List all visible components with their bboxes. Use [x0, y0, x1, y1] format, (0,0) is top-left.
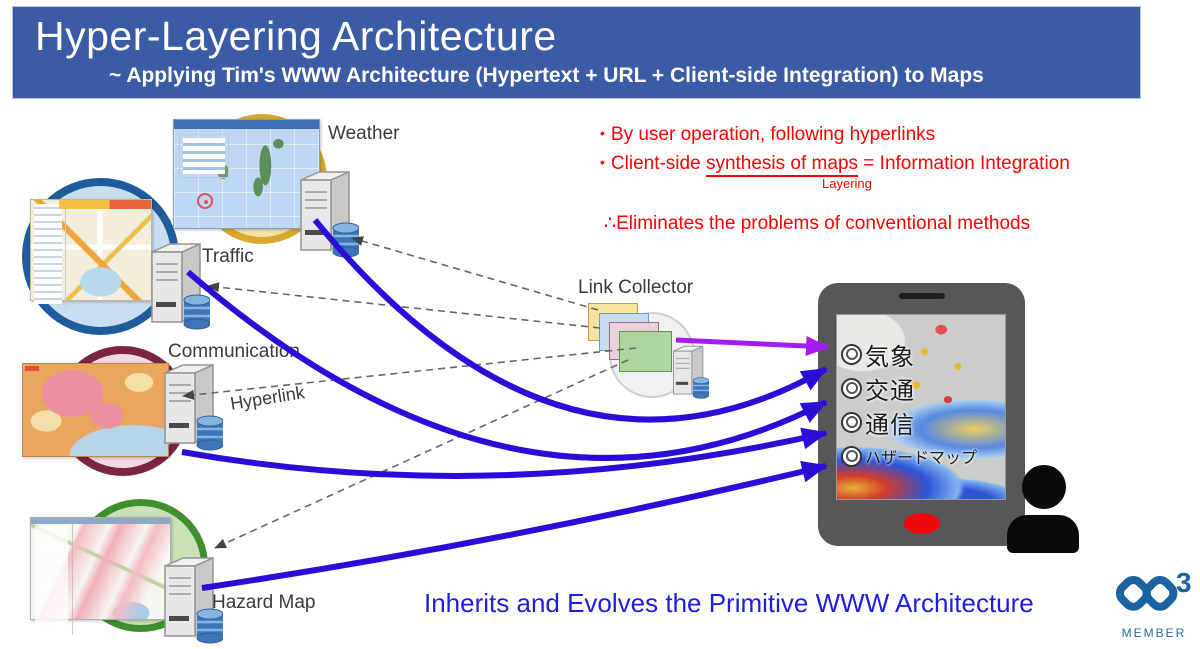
phone-speaker	[898, 293, 945, 299]
svg-text:3: 3	[1176, 569, 1192, 598]
w3-mark-icon: 3	[1115, 567, 1192, 611]
weather-server-icon	[299, 170, 359, 258]
hazard-map-thumbnail	[30, 517, 171, 635]
slide-title: Hyper-Layering Architecture	[35, 13, 557, 59]
layering-note: Layering	[822, 176, 872, 191]
radio-button-icon	[841, 343, 862, 365]
slide-header: Hyper-Layering Architecture ~ Applying T…	[12, 6, 1141, 99]
weather-label: Weather	[328, 123, 400, 144]
phone-screen: 気象 交通 通信 ハザードマップ	[836, 314, 1006, 500]
communication-map-thumbnail	[22, 363, 169, 457]
traffic-server-icon	[150, 242, 210, 330]
phone-home-button	[903, 513, 940, 534]
weather-map-thumbnail	[173, 119, 320, 229]
person-icon	[1007, 465, 1079, 553]
hazard-map-label: Hazard Map	[212, 592, 316, 613]
typhoon-icon	[197, 193, 214, 210]
bullet-client-side-synthesis: •Client-side synthesis of maps = Informa…	[600, 153, 1070, 177]
conclusion-text: ∴Eliminates the problems of conventional…	[604, 213, 1031, 234]
link-collector-label: Link Collector	[578, 277, 694, 298]
hyperlink-label: Hyperlink	[228, 382, 307, 414]
radio-button-icon	[841, 377, 862, 399]
radio-button-icon	[841, 445, 862, 467]
collector-server-icon	[672, 345, 709, 399]
layer-radio-list: 気象 交通 通信 ハザードマップ	[837, 315, 1005, 473]
radio-button-icon	[841, 411, 862, 433]
traffic-map-thumbnail	[30, 199, 152, 308]
communication-server-icon	[163, 363, 223, 451]
bullet-user-operation: •By user operation, following hyperlinks	[600, 124, 936, 145]
member-text: MEMBER	[1121, 626, 1187, 640]
communication-label: Communication	[168, 341, 300, 362]
bullet-marker: •	[600, 125, 605, 141]
radio-item-traffic: 交通	[837, 371, 1005, 405]
radio-item-communication: 通信	[837, 405, 1005, 439]
footer-statement: Inherits and Evolves the Primitive WWW A…	[424, 588, 1034, 618]
bullet-marker: •	[600, 154, 605, 170]
slide-subtitle: ~ Applying Tim's WWW Architecture (Hyper…	[109, 64, 984, 87]
smartphone: 気象 交通 通信 ハザードマップ	[818, 283, 1025, 546]
collector-layer-green	[619, 331, 672, 372]
traffic-label: Traffic	[202, 246, 254, 267]
underlined-phrase: synthesis of maps	[705, 153, 859, 177]
radio-item-weather: 気象	[837, 337, 1005, 371]
radio-item-hazard-map: ハザードマップ	[837, 439, 1005, 473]
w3c-member-logo: 3 MEMBER	[1112, 567, 1196, 640]
